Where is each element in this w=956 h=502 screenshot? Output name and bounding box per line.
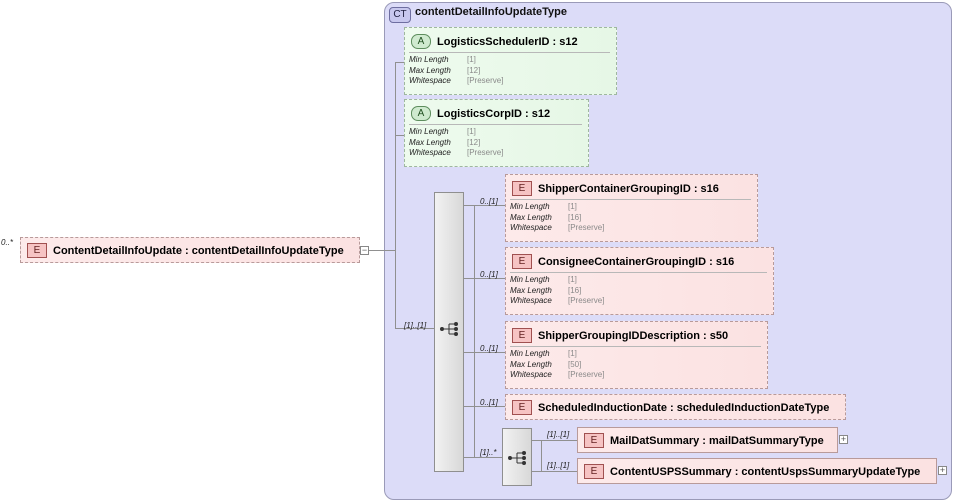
element-cardinality: 0..[1]	[480, 398, 498, 407]
element-node[interactable]: E ConsigneeContainerGroupingID : s16 Min …	[505, 247, 774, 315]
divider	[409, 124, 582, 125]
divider	[510, 272, 767, 273]
facet-value: [Preserve]	[568, 296, 605, 305]
facet-list: Min Length [1] Max Length [16] Whitespace […	[510, 202, 604, 234]
sequence-trunk	[474, 205, 475, 458]
attribute-name: LogisticsSchedulerID : s12	[437, 35, 578, 48]
facet-key: Min Length	[409, 127, 449, 136]
root-element[interactable]: E ContentDetailInfoUpdate : contentDetail…	[20, 237, 360, 263]
element-node[interactable]: E ContentUSPSSummary : contentUspsSummary…	[577, 458, 937, 484]
facet-key: Max Length	[409, 137, 451, 147]
attribute-connector-2	[395, 135, 405, 136]
facet-value: [16]	[568, 212, 582, 222]
facet-key: Max Length	[510, 359, 552, 369]
facet-key: Min Length	[510, 275, 550, 284]
element-name: ShipperContainerGroupingID : s16	[538, 182, 719, 195]
root-element-name: ContentDetailInfoUpdate : contentDetailI…	[53, 244, 344, 257]
facet-key: Max Length	[510, 285, 552, 295]
attribute-node[interactable]: A LogisticsCorpID : s12 Min Length [1] Max…	[404, 99, 589, 167]
divider	[409, 52, 610, 53]
facet-value: [Preserve]	[467, 76, 504, 85]
divider	[510, 346, 761, 347]
root-cardinality: 0..*	[1, 238, 14, 247]
sequence-icon	[508, 451, 526, 465]
sequence-cardinality: [1]..[1]	[404, 321, 427, 330]
divider	[510, 199, 751, 200]
element-connector-1	[464, 205, 505, 206]
element-badge: E	[27, 243, 47, 259]
facet-list: Min Length [1] Max Length [50] Whitespace […	[510, 349, 604, 381]
facet-value: [50]	[568, 359, 582, 369]
facet-key: Whitespace	[510, 370, 552, 379]
root-connector	[369, 250, 396, 251]
facet-value: [12]	[467, 137, 481, 147]
facet-value: [1]	[568, 349, 577, 358]
attribute-badge: A	[411, 106, 431, 122]
element-name: ContentUSPSSummary : contentUspsSummaryU…	[610, 465, 921, 478]
facet-key: Whitespace	[409, 76, 451, 85]
expand-toggle-icon[interactable]: +	[839, 434, 848, 444]
facet-key: Max Length	[409, 65, 451, 75]
element-badge: E	[584, 433, 604, 449]
facet-value: [1]	[568, 202, 577, 211]
element-badge: E	[512, 400, 532, 416]
sequence-icon	[440, 322, 458, 336]
inner-sequence-compositor[interactable]	[502, 428, 532, 486]
facet-value: [Preserve]	[467, 148, 504, 157]
facet-value: [1]	[568, 275, 577, 284]
sequence-compositor[interactable]	[434, 192, 464, 472]
complex-type-badge: CT	[389, 7, 411, 23]
facet-list: Min Length [1] Max Length [12] Whitespace […	[409, 127, 503, 159]
element-cardinality: 0..[1]	[480, 270, 498, 279]
element-badge: E	[584, 464, 604, 480]
element-badge: E	[512, 328, 532, 344]
complex-type-title: contentDetailInfoUpdateType	[415, 6, 567, 18]
element-node[interactable]: E ShipperContainerGroupingID : s16 Min Le…	[505, 174, 758, 242]
facet-value: [Preserve]	[568, 370, 605, 379]
element-name: ScheduledInductionDate : scheduledInduct…	[538, 401, 830, 414]
element-cardinality: [1]..[1]	[547, 461, 570, 470]
facet-value: [12]	[467, 65, 481, 75]
facet-list: Min Length [1] Max Length [16] Whitespace […	[510, 275, 604, 307]
facet-value: [1]	[467, 127, 476, 136]
element-connector-2	[464, 278, 505, 279]
attribute-node[interactable]: A LogisticsSchedulerID : s12 Min Length [1…	[404, 27, 617, 95]
collapse-toggle-icon[interactable]: −	[360, 245, 369, 255]
element-badge: E	[512, 254, 532, 270]
element-name: ConsigneeContainerGroupingID : s16	[538, 255, 735, 268]
inner-sequence-connector	[464, 457, 503, 458]
attribute-name: LogisticsCorpID : s12	[437, 107, 551, 120]
sequence-connector	[395, 328, 434, 329]
element-cardinality: 0..[1]	[480, 344, 498, 353]
element-node[interactable]: E ScheduledInductionDate : scheduledInduc…	[505, 394, 846, 420]
facet-key: Max Length	[510, 212, 552, 222]
attribute-trunk	[395, 62, 396, 328]
element-node[interactable]: E ShipperGroupingIDDescription : s50 Min …	[505, 321, 768, 389]
element-name: ShipperGroupingIDDescription : s50	[538, 329, 729, 342]
facet-key: Min Length	[409, 55, 449, 64]
facet-key: Min Length	[510, 202, 550, 211]
facet-key: Whitespace	[510, 223, 552, 232]
facet-value: [Preserve]	[568, 223, 605, 232]
inner-sequence-cardinality: [1]..*	[480, 448, 497, 457]
element-connector-3	[464, 352, 505, 353]
element-badge: E	[512, 181, 532, 197]
facet-key: Whitespace	[409, 148, 451, 157]
element-cardinality: [1]..[1]	[547, 430, 570, 439]
facet-key: Whitespace	[510, 296, 552, 305]
facet-value: [16]	[568, 285, 582, 295]
attribute-badge: A	[411, 34, 431, 50]
element-cardinality: 0..[1]	[480, 197, 498, 206]
element-connector-4	[464, 406, 505, 407]
inner-trunk	[541, 440, 542, 472]
element-name: MailDatSummary : mailDatSummaryType	[610, 434, 824, 447]
facet-key: Min Length	[510, 349, 550, 358]
element-node[interactable]: E MailDatSummary : mailDatSummaryType	[577, 427, 838, 453]
facet-value: [1]	[467, 55, 476, 64]
inner-connector-2	[532, 471, 578, 472]
facet-list: Min Length [1] Max Length [12] Whitespace […	[409, 55, 503, 87]
inner-connector-1	[532, 440, 578, 441]
expand-toggle-icon[interactable]: +	[938, 465, 947, 475]
attribute-connector-1	[395, 62, 405, 63]
